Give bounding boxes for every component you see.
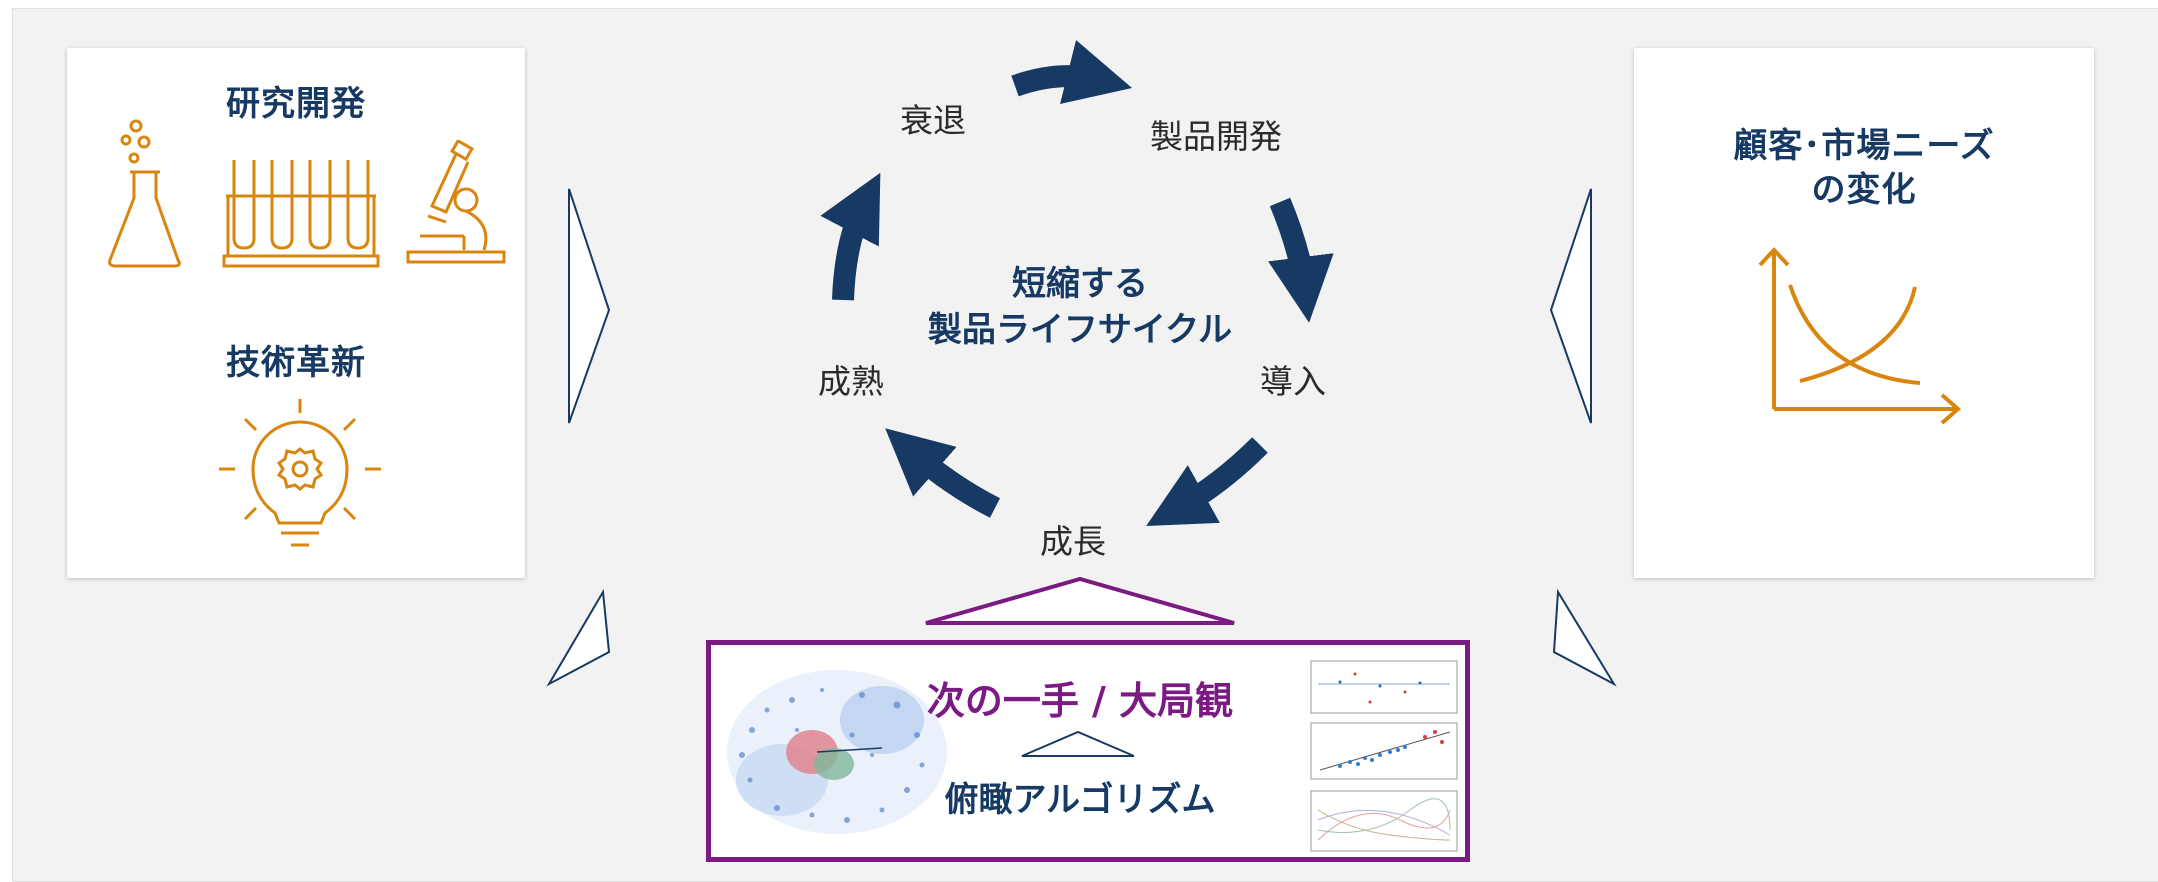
scatter-thumbnail-2 bbox=[1310, 722, 1458, 780]
microscope-icon bbox=[406, 140, 506, 264]
research-title: 研究開発 bbox=[226, 84, 366, 124]
cycle-center-title-line2: 製品ライフサイクル bbox=[927, 310, 1233, 350]
inner-triangle-shape bbox=[1021, 730, 1135, 757]
supply-demand-chart-icon bbox=[1758, 247, 1962, 425]
lower-left-arrow-shape bbox=[546, 588, 611, 687]
needs-title-line1: 顧客･市場ニーズ bbox=[1733, 126, 1995, 166]
network-graph-image bbox=[727, 670, 947, 834]
upper-triangle-shape bbox=[925, 576, 1235, 625]
lifecycle-arrows bbox=[820, 40, 1334, 527]
innovation-title: 技術革新 bbox=[226, 343, 366, 383]
stage-label-introduction: 導入 bbox=[1260, 362, 1326, 401]
customer-needs-card bbox=[1634, 48, 2094, 578]
test-tube-rack-icon bbox=[222, 160, 380, 268]
stage-label-growth: 成長 bbox=[1040, 522, 1106, 561]
stage-label-maturity: 成熟 bbox=[818, 362, 884, 401]
cycle-center-title-line1: 短縮する bbox=[1012, 264, 1148, 304]
stage-label-product-development: 製品開発 bbox=[1150, 117, 1282, 156]
line-thumbnail bbox=[1310, 790, 1458, 852]
lower-right-arrow-shape bbox=[1552, 588, 1617, 687]
algorithm-title: 俯瞰アルゴリズム bbox=[944, 780, 1216, 820]
stage-label-decline: 衰退 bbox=[900, 101, 966, 140]
scatter-thumbnail-1 bbox=[1310, 660, 1458, 714]
needs-title-line2: の変化 bbox=[1811, 170, 1917, 210]
next-move-title: 次の一手 / 大局観 bbox=[926, 679, 1234, 723]
right-arrow-shape bbox=[1549, 188, 1592, 424]
lightbulb-icon bbox=[219, 399, 381, 547]
flask-icon bbox=[108, 119, 181, 268]
left-arrow-shape bbox=[568, 188, 611, 424]
